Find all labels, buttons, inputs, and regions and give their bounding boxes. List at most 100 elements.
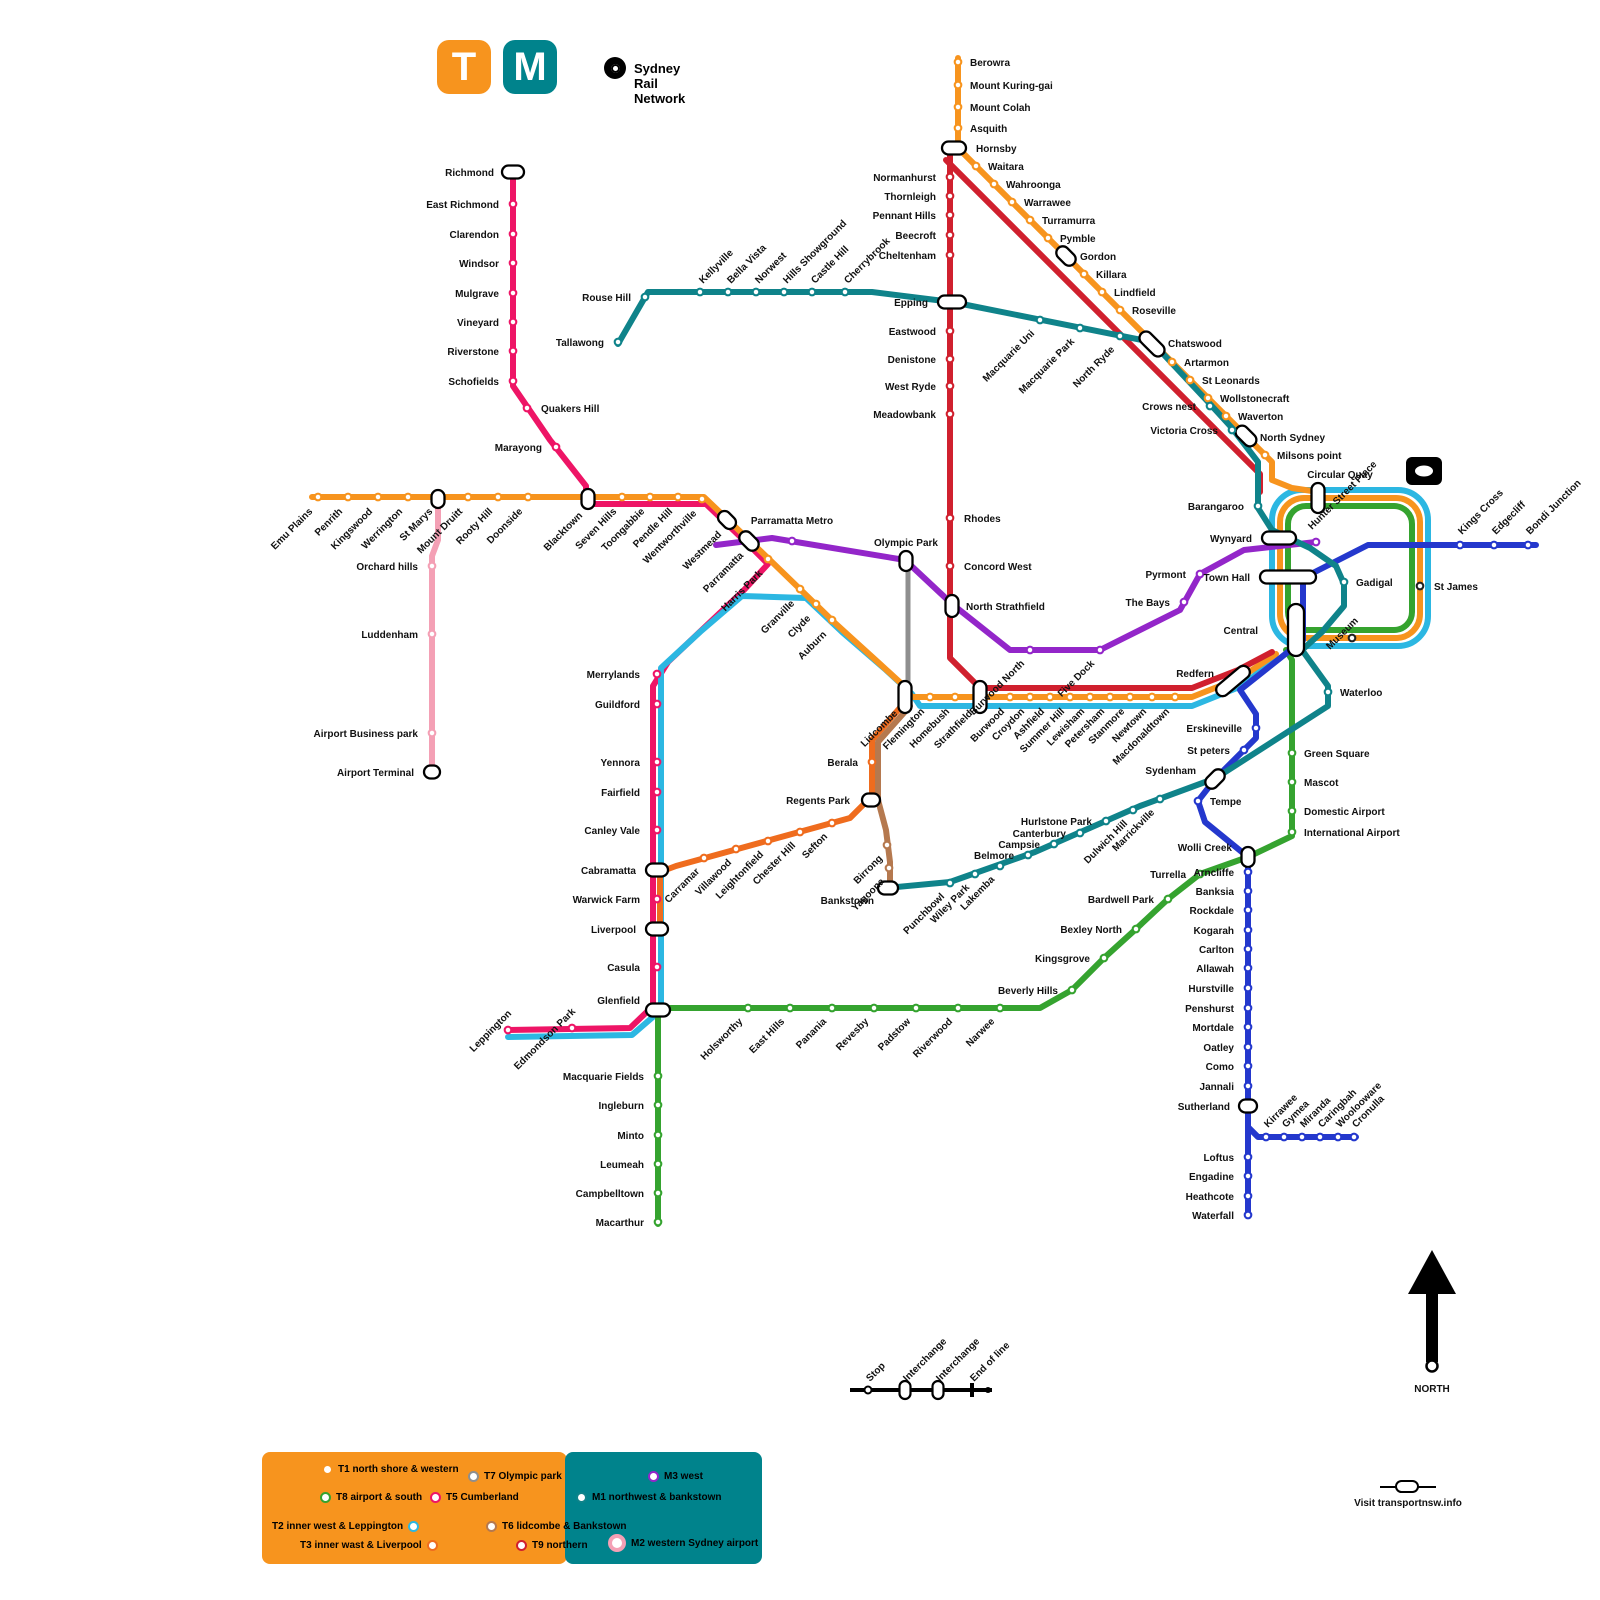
station-label-killara: Killara	[1096, 270, 1127, 281]
station-label-kogarah: Kogarah	[1193, 926, 1234, 937]
station-st-peters	[1239, 745, 1249, 755]
station-pyrmont	[1195, 569, 1205, 579]
station-emu-plains	[313, 492, 323, 502]
station-pendle-hill	[673, 492, 683, 502]
station-label-milsons-point: Milsons point	[1277, 451, 1342, 462]
station-label-pyrmont: Pyrmont	[1145, 570, 1186, 581]
station-loftus	[1243, 1152, 1253, 1162]
station-werrington	[403, 492, 413, 502]
station-label-wollstonecraft: Wollstonecraft	[1220, 394, 1290, 405]
station-st-james	[1415, 581, 1425, 591]
interchange-chatswood	[1138, 330, 1166, 358]
station-denistone	[945, 354, 955, 364]
legend-label-t5-cumberland: T5 Cumberland	[446, 1492, 519, 1503]
interchange-gordon	[1055, 245, 1077, 267]
station-rhodes	[945, 513, 955, 523]
station-label-sutherland: Sutherland	[1178, 1102, 1230, 1113]
marker-key-stop	[863, 1385, 873, 1395]
station-label-pennant-hills: Pennant Hills	[873, 211, 937, 222]
station-engadine	[1243, 1171, 1253, 1181]
marker-key-interchange-1	[898, 1379, 912, 1401]
station-label-bondi-junction: Bondi Junction	[1524, 478, 1583, 537]
station-petersham	[1105, 692, 1115, 702]
station-waitara	[971, 161, 981, 171]
station-hurstville	[1243, 983, 1253, 993]
station-label-tempe: Tempe	[1210, 797, 1242, 808]
north-arrow-shaft	[1426, 1290, 1438, 1362]
station-marayong	[551, 442, 561, 452]
station-bexley-north	[1131, 924, 1141, 934]
station-label-jannali: Jannali	[1200, 1082, 1235, 1093]
station-leppington	[503, 1025, 513, 1035]
station-waterfall	[1243, 1210, 1253, 1220]
station-label-green-square: Green Square	[1304, 749, 1370, 760]
station-erskineville	[1251, 723, 1261, 733]
station-label-berowra: Berowra	[970, 58, 1010, 69]
interchange-circular-quay	[1310, 481, 1326, 515]
interchange-glenfield	[644, 1002, 672, 1018]
station-label-town-hall: Town Hall	[1204, 573, 1251, 584]
station-clyde	[811, 599, 821, 609]
station-hurlstone-park	[1101, 816, 1111, 826]
station-label-glenfield: Glenfield	[597, 996, 640, 1007]
legend-label-t1-north-shore-western: T1 north shore & western	[338, 1464, 459, 1475]
station-lakemba	[995, 861, 1005, 871]
station-pennant-hills	[945, 210, 955, 220]
station-label-meadowbank: Meadowbank	[873, 410, 936, 421]
station-berowra	[953, 57, 963, 67]
station-belmore	[1023, 850, 1033, 860]
station-wiley-park	[970, 869, 980, 879]
station-vineyard	[508, 317, 518, 327]
station-penrith	[343, 492, 353, 502]
station-barangaroo	[1253, 501, 1263, 511]
station-eastwood	[945, 326, 955, 336]
station-rockdale	[1243, 905, 1253, 915]
station-jannali	[1243, 1081, 1253, 1091]
interchange-hornsby	[940, 140, 968, 156]
station-burwood-north	[1025, 645, 1035, 655]
line-m3-west-path-0	[713, 535, 1319, 653]
station-cronulla	[1349, 1132, 1359, 1142]
legend-label-t6-lidcombe-bankstown: T6 lidcombe & Bankstown	[502, 1521, 627, 1532]
station-label-bardwell-park: Bardwell Park	[1088, 895, 1155, 906]
station-label-concord-west: Concord West	[964, 562, 1032, 573]
station-carramar	[699, 853, 709, 863]
line-t9-northern-path-1	[943, 157, 1263, 495]
station-label-asquith: Asquith	[970, 124, 1007, 135]
station-wentworthville	[697, 494, 707, 504]
visit-icon-capsule	[1395, 1480, 1419, 1493]
interchange-richmond	[500, 164, 526, 180]
station-label-heathcote: Heathcote	[1186, 1192, 1235, 1203]
legend-item-t1-north-shore-western: T1 north shore & western	[322, 1464, 459, 1475]
station-warrawee	[1007, 197, 1017, 207]
interchange-cabramatta	[644, 862, 670, 878]
station-burwood	[1005, 692, 1015, 702]
station-label-holsworthy: Holsworthy	[699, 1016, 746, 1063]
station-label-quakers-hill: Quakers Hill	[541, 404, 600, 415]
station-label-gordon: Gordon	[1080, 252, 1116, 263]
station-harris-park	[763, 554, 773, 564]
station-asquith	[953, 123, 963, 133]
station-label-leumeah: Leumeah	[600, 1160, 644, 1171]
legend-item-m1-northwest-bankstown: M1 northwest & bankstown	[576, 1492, 721, 1503]
station-label-minto: Minto	[617, 1131, 644, 1142]
station-doonside	[523, 492, 533, 502]
station-five-dock	[1095, 645, 1105, 655]
station-newtown	[1147, 692, 1157, 702]
station-label-turrella: Turrella	[1150, 870, 1186, 881]
station-label-schofields: Schofields	[448, 377, 499, 388]
station-label-chatswood: Chatswood	[1168, 339, 1222, 350]
station-label-the-bays: The Bays	[1126, 598, 1171, 609]
station-guildford	[652, 699, 662, 709]
station-flemington	[925, 692, 935, 702]
station-label-canterbury: Canterbury	[1013, 829, 1067, 840]
station-kingsgrove	[1099, 953, 1109, 963]
station-artarmon	[1167, 357, 1177, 367]
station-label-berala: Berala	[827, 758, 858, 769]
station-label-hurlstone-park: Hurlstone Park	[1021, 817, 1093, 828]
legend-label-t3-inner-wast-liverpool: T3 inner wast & Liverpool	[300, 1540, 422, 1551]
interchange-epping	[936, 294, 968, 310]
station-label-crows-nest: Crows nest	[1142, 402, 1197, 413]
station-label-erskineville: Erskineville	[1186, 724, 1242, 735]
station-label-artarmon: Artarmon	[1184, 358, 1229, 369]
